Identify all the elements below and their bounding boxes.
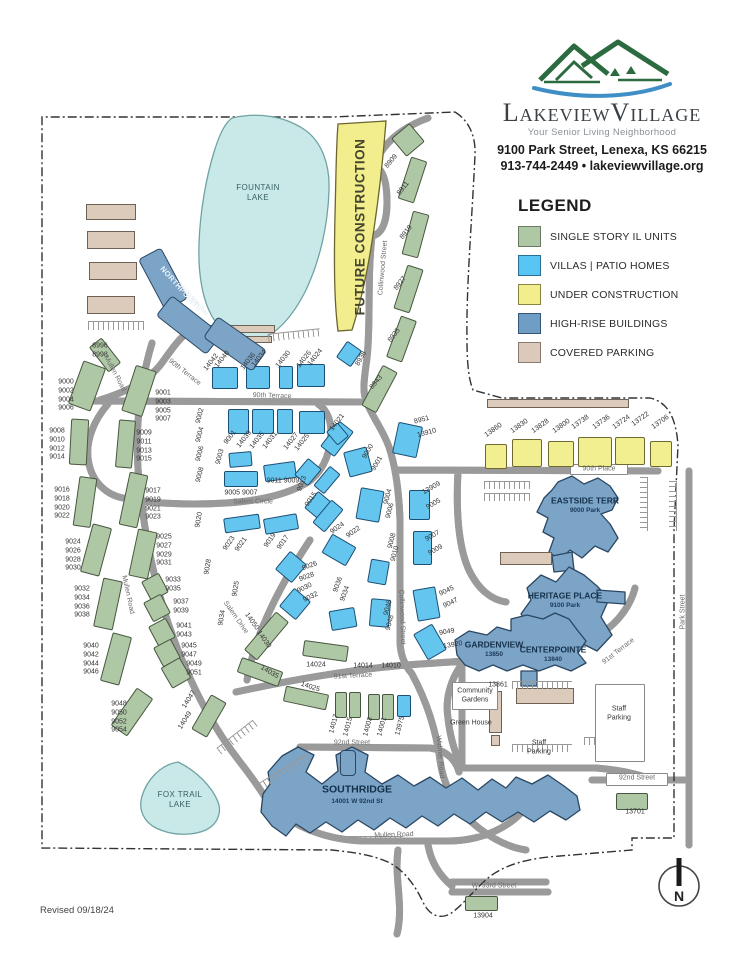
under-construction-unit [548,441,574,467]
legend-title: LEGEND [518,196,592,215]
covered-parking [86,204,136,220]
legend-item-label: SINGLE STORY IL UNITS [550,230,677,243]
under-construction-unit [512,439,542,467]
covered-parking [491,735,500,746]
parking-lot [595,684,645,762]
villa-patio-home [413,531,432,565]
brand-tagline: Your Senior Living Neighborhood [527,127,677,138]
villa-patio-home [228,409,249,434]
future-construction-area [333,120,387,332]
brand-word-lakeview: Lakeview [502,98,611,127]
phone-website-line: 913-744-2449 • lakeviewvillage.org [500,159,704,173]
parking-comb [484,493,530,501]
north-compass-icon: N [658,858,700,907]
single-story-unit [349,692,361,718]
covered-parking [87,296,135,314]
villa-patio-home [246,366,270,389]
single-story-unit [335,692,347,718]
legend-item-label: VILLAS | PATIO HOMES [550,259,670,272]
legend-item: UNDER CONSTRUCTION [518,284,736,305]
fountain-lake [198,114,330,343]
parking-lot [606,773,668,786]
single-story-unit [616,793,648,810]
parking-comb [345,836,403,843]
parking-lot [452,682,498,710]
villa-patio-home [368,598,392,628]
under-construction-unit [485,444,507,469]
legend-item-label: HIGH-RISE BUILDINGS [550,317,668,330]
compass-north-label: N [674,888,684,904]
single-story-unit [68,418,90,466]
parking-comb [512,681,572,689]
under-construction-unit [615,437,645,465]
covered-parking [487,399,629,408]
fox-trail-lake [140,761,221,835]
gardenview-centerpointe-building [454,612,587,672]
villa-patio-home [409,490,430,520]
villa-patio-home [299,411,325,434]
covered-parking [87,231,135,249]
legend-swatch [518,226,541,247]
villa-patio-home [224,471,258,487]
high-rise-building [340,750,356,776]
lakeview-logo-icon [532,39,672,98]
covered-parking [89,262,137,280]
legend-item-label: UNDER CONSTRUCTION [550,288,679,301]
legend-item: COVERED PARKING [518,342,736,363]
property-boundary [41,111,679,918]
single-story-unit [465,896,498,911]
brand-title: LakeviewVillage [474,100,730,126]
villa-patio-home [277,409,293,434]
parking-comb [512,744,572,752]
under-construction-unit [650,441,672,467]
parking-comb [640,477,648,531]
legend-swatch [518,255,541,276]
villa-patio-home [252,409,274,434]
eastside-terrace-building [536,475,619,561]
single-story-unit [382,694,394,720]
covered-parking [516,688,574,704]
header: LakeviewVillage Your Senior Living Neigh… [474,28,730,173]
villa-patio-home [397,695,411,717]
legend-items: SINGLE STORY IL UNITS VILLAS | PATIO HOME… [518,226,736,363]
heritage-east-arm [596,589,626,605]
address-line: 9100 Park Street, Lenexa, KS 66215 [497,143,707,157]
covered-parking [500,552,552,565]
legend-item: VILLAS | PATIO HOMES [518,255,736,276]
parking-comb [88,321,144,330]
villa-patio-home [297,364,325,387]
legend-swatch [518,342,541,363]
villa-patio-home [212,367,238,389]
legend-swatch [518,313,541,334]
villa-patio-home [279,366,293,389]
legend-item: SINGLE STORY IL UNITS [518,226,736,247]
legend-swatch [518,284,541,305]
legend-item: HIGH-RISE BUILDINGS [518,313,736,334]
single-story-unit [368,694,380,720]
legend: LEGEND SINGLE STORY IL UNITS VILLAS | PAT… [518,196,736,371]
brand-word-village: Village [610,98,702,127]
parking-comb [669,481,677,531]
parking-comb [484,481,530,489]
under-construction-unit [578,437,612,467]
legend-item-label: COVERED PARKING [550,346,655,359]
villa-patio-home [228,451,253,468]
